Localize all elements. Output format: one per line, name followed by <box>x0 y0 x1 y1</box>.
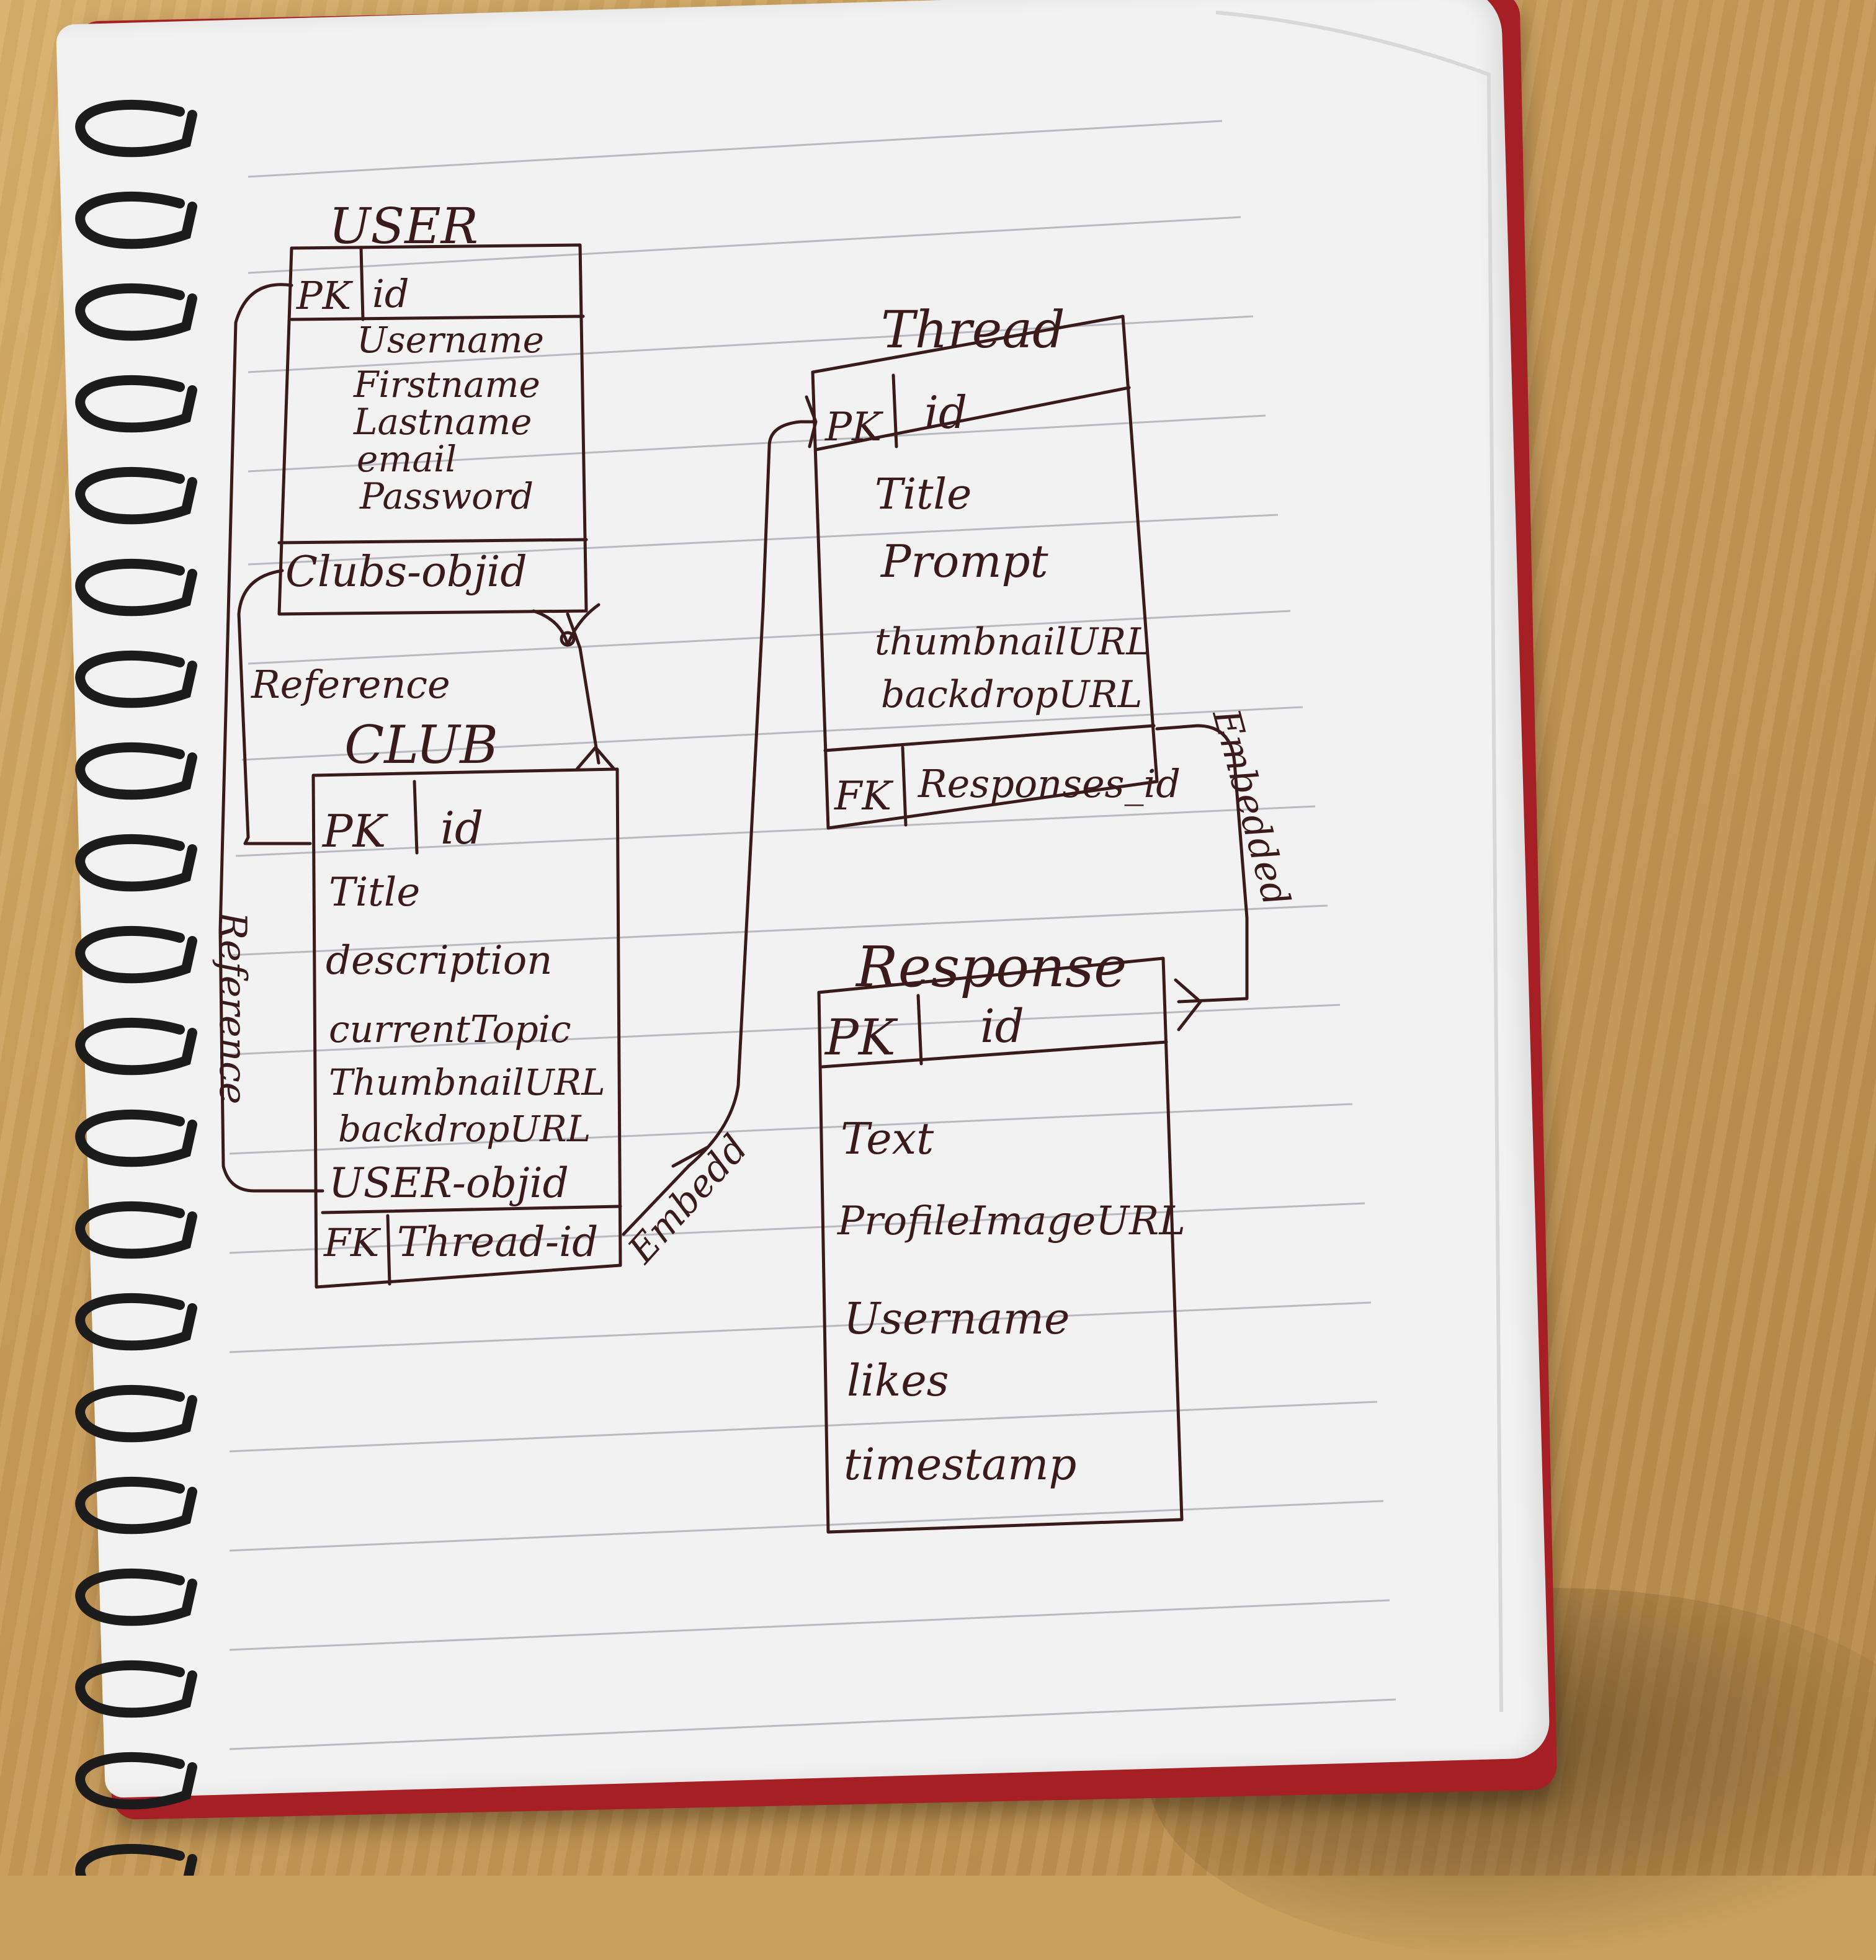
er-diagram: USER PK id Username Firstname Lastname e… <box>211 197 1298 1534</box>
thread-pk-label: PK <box>824 404 883 450</box>
user-club-reference-line <box>218 283 324 1193</box>
binding-ring <box>75 283 197 341</box>
user-ref-field: Clubs-objid <box>285 548 527 597</box>
entity-club: CLUB PK id Title description currentTopi… <box>311 715 622 1289</box>
user-field-firstname: Firstname <box>353 363 540 406</box>
binding-ring <box>75 834 197 892</box>
club-fk-field: Thread-id <box>397 1218 598 1266</box>
club-user-reference-label: Reference <box>211 911 254 1104</box>
binding-ring <box>75 558 197 617</box>
response-field-username: Username <box>844 1293 1070 1344</box>
entity-user: USER PK id Username Firstname Lastname e… <box>277 197 588 616</box>
entity-response: Response PK id Text ProfileImageURL User… <box>817 935 1186 1534</box>
binding-ring <box>75 1384 197 1443</box>
binding-ring <box>75 99 197 158</box>
thread-fk-field: Responses_id <box>918 761 1181 806</box>
thread-field-title: Title <box>875 470 972 519</box>
binding-ring <box>75 1843 197 1876</box>
entity-thread: Thread PK id Title Prompt thumbnailURL b… <box>811 301 1181 830</box>
club-thread-embed-label: Embedd <box>619 1126 756 1272</box>
thread-response-embed-line <box>1155 724 1249 1004</box>
user-pk-label: PK <box>296 273 354 318</box>
club-fk-label: FK <box>323 1220 382 1265</box>
response-pk-label: PK <box>824 1009 898 1066</box>
binding-ring <box>75 925 197 984</box>
thread-fk-label: FK <box>834 773 893 819</box>
club-thread-embed-line <box>622 420 815 1236</box>
thread-field-prompt: Prompt <box>880 535 1049 587</box>
spiral-binding <box>75 99 197 1876</box>
response-field-profileimageurl: ProfileImageURL <box>837 1198 1186 1244</box>
user-club-crowsfoot-line <box>566 612 601 765</box>
user-field-password: Password <box>359 475 534 517</box>
ruled-lines <box>229 11 1503 1750</box>
user-club-reference-label: Reference <box>251 662 450 707</box>
club-field-backdropurl: backdropURL <box>338 1108 591 1150</box>
response-field-timestamp: timestamp <box>844 1439 1076 1490</box>
binding-ring <box>75 742 197 800</box>
binding-ring <box>75 1476 197 1535</box>
binding-ring <box>75 1752 197 1810</box>
thread-response-embed-label: Embedded <box>1204 704 1298 911</box>
club-pk-field: id <box>440 802 483 854</box>
club-pk-label: PK <box>321 805 388 857</box>
user-pk-field: id <box>372 271 409 316</box>
binding-ring <box>75 1660 197 1718</box>
binding-ring <box>75 650 197 708</box>
binding-ring <box>75 1017 197 1076</box>
binding-ring <box>75 1109 197 1167</box>
thread-field-backdropurl: backdropURL <box>881 673 1142 716</box>
user-field-email: email <box>357 438 457 480</box>
response-pk-field: id <box>980 1000 1024 1053</box>
club-user-reference-line <box>237 569 312 845</box>
entity-thread-title: Thread <box>881 301 1065 360</box>
binding-ring <box>75 375 197 433</box>
binding-ring <box>75 1201 197 1259</box>
binding-ring <box>75 191 197 249</box>
binding-ring <box>75 1568 197 1626</box>
club-field-description: description <box>326 938 553 984</box>
response-field-text: Text <box>841 1113 934 1164</box>
thread-field-thumbnailurl: thumbnailURL <box>875 620 1151 664</box>
user-field-username: Username <box>357 319 544 361</box>
club-field-currenttopic: currentTopic <box>329 1008 571 1051</box>
response-field-likes: likes <box>847 1355 949 1406</box>
entity-club-title: CLUB <box>344 715 498 775</box>
binding-ring <box>75 1293 197 1351</box>
club-field-user-objid: USER-objid <box>329 1159 569 1207</box>
club-field-title: Title <box>329 870 420 915</box>
club-field-thumbnailurl: ThumbnailURL <box>329 1061 605 1103</box>
user-field-lastname: Lastname <box>353 401 532 443</box>
binding-ring <box>75 466 197 525</box>
thread-pk-field: id <box>924 386 967 439</box>
